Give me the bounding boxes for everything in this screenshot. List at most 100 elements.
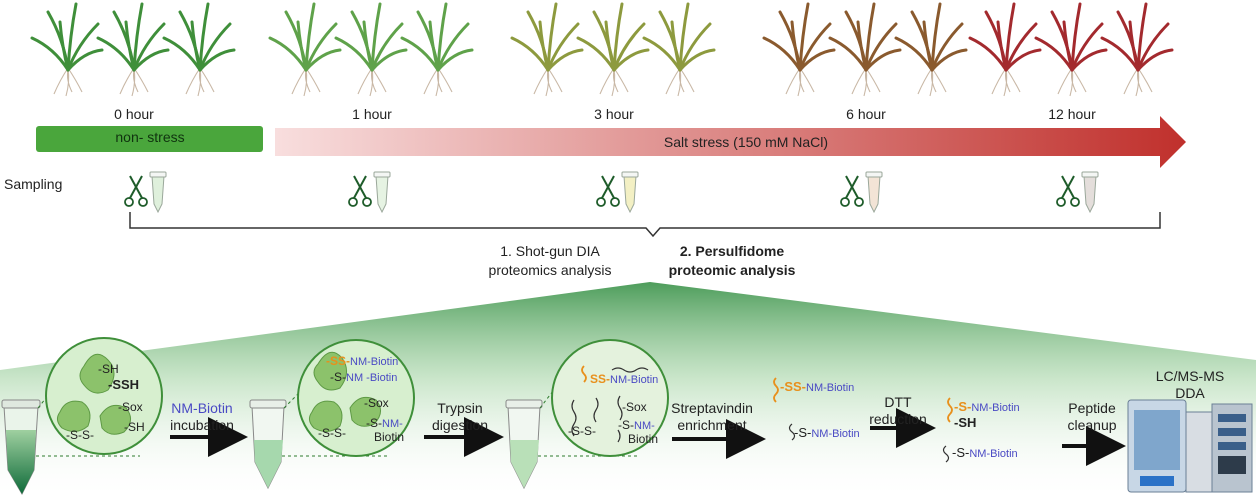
orange-peptides bbox=[581, 365, 953, 423]
instrument-line-1: LC/MS-MS bbox=[1155, 368, 1225, 384]
c2-nm2: NM -Biotin bbox=[346, 372, 398, 384]
sampling-icon-2 bbox=[596, 171, 639, 214]
c3-ss: -S-S- bbox=[568, 424, 596, 438]
plant bbox=[334, 2, 408, 97]
scissors-icon bbox=[840, 175, 864, 207]
c1-sh2: -SH bbox=[124, 420, 145, 434]
c2-s-prefix: -S- bbox=[330, 370, 346, 384]
non-stress-label: non- stress bbox=[115, 129, 185, 145]
c1-sox: -Sox bbox=[118, 400, 143, 414]
persulfidome-line-2: proteomic analysis bbox=[668, 262, 796, 278]
salt-stress-label: Salt stress (150 mM NaCl) bbox=[663, 134, 829, 150]
scissors-icon bbox=[596, 175, 620, 207]
sampling-icon-3 bbox=[840, 171, 883, 214]
sampling-icons bbox=[124, 171, 1099, 214]
plant bbox=[162, 2, 236, 97]
dia-line-1: 1. Shot-gun DIA bbox=[500, 243, 600, 259]
plant bbox=[642, 2, 716, 97]
scissors-icon bbox=[124, 175, 148, 207]
tube-3 bbox=[505, 399, 543, 490]
sample-tube-icon bbox=[865, 171, 883, 214]
sample-tube-icon bbox=[621, 171, 639, 214]
step-incubation-label: NM-Biotin incubation bbox=[170, 400, 234, 434]
plant bbox=[1034, 2, 1108, 97]
sampling-label: Sampling bbox=[4, 176, 63, 192]
c3-nm3: NM- bbox=[634, 420, 655, 432]
reduction-line-1: DTT bbox=[884, 394, 912, 410]
enriched-nm1: NM-Biotin bbox=[806, 382, 855, 394]
circle-1 bbox=[45, 337, 163, 455]
reduction-line-2: reduction bbox=[869, 411, 927, 427]
plant-group-4 bbox=[968, 2, 1174, 97]
instrument-line-2: DDA bbox=[1175, 385, 1205, 401]
lcms-instrument-icon bbox=[1127, 399, 1253, 493]
reduced-sh: -SH bbox=[954, 415, 977, 430]
step-reduction-label: DTT reduction bbox=[869, 394, 927, 428]
sampling-icon-4 bbox=[1056, 171, 1099, 214]
plant bbox=[510, 2, 584, 97]
c3-s2: -S- bbox=[618, 418, 634, 432]
c1-ssh: -SSH bbox=[108, 377, 140, 392]
dia-line-2: proteomics analysis bbox=[488, 262, 612, 278]
timepoint-label-2: 3 hour bbox=[594, 106, 634, 122]
black-peptides bbox=[788, 423, 950, 463]
plant bbox=[968, 2, 1042, 97]
reduced-nm1: NM-Biotin bbox=[971, 402, 1020, 414]
scissors-icon bbox=[348, 175, 372, 207]
c2-ss: -S-S- bbox=[318, 426, 346, 440]
c2-nm3: NM- bbox=[382, 418, 403, 430]
c2-sox: -Sox bbox=[364, 396, 389, 410]
sample-tube-icon bbox=[1081, 171, 1099, 214]
proteins-1 bbox=[56, 353, 131, 435]
persulfidome-analysis-label: 2. Persulfidome proteomic analysis bbox=[669, 242, 796, 280]
cleanup-line-2: cleanup bbox=[1067, 417, 1117, 433]
peptides-3 bbox=[571, 367, 649, 443]
timepoint-label-4: 12 hour bbox=[1048, 106, 1096, 122]
enriched-nm2: NM-Biotin bbox=[811, 428, 860, 440]
plant bbox=[762, 2, 836, 97]
enriched-ss-prefix: -SS- bbox=[780, 379, 806, 394]
c1-ss: -S-S- bbox=[66, 428, 94, 442]
digestion-line-1: Trypsin bbox=[437, 400, 483, 416]
c2-nm1: NM-Biotin bbox=[350, 356, 399, 368]
c2-ss-prefix: -SS- bbox=[326, 354, 350, 368]
timepoint-label-1: 1 hour bbox=[352, 106, 392, 122]
enrichment-line-2: enrichment bbox=[677, 417, 747, 433]
digestion-line-2: digestion bbox=[431, 417, 489, 433]
step-enrichment-label: Streptavindin enrichment bbox=[671, 400, 753, 434]
plant-group-2 bbox=[510, 2, 716, 97]
tube-1 bbox=[1, 399, 41, 496]
incubation-reagent: NM-Biotin bbox=[171, 400, 233, 416]
sampling-icon-1 bbox=[348, 171, 391, 214]
plant-groups bbox=[30, 2, 1174, 97]
c2-s2: -S- bbox=[366, 416, 382, 430]
sampling-bracket bbox=[129, 212, 1161, 238]
non-stress-bar bbox=[36, 126, 263, 152]
plant-group-0 bbox=[30, 2, 236, 97]
proteins-2 bbox=[308, 351, 381, 432]
reduced-nm2: NM-Biotin bbox=[969, 448, 1018, 460]
cleanup-line-1: Peptide bbox=[1068, 400, 1116, 416]
plant bbox=[96, 2, 170, 97]
step-cleanup-label: Peptide cleanup bbox=[1067, 400, 1116, 434]
plant bbox=[576, 2, 650, 97]
c3-nm1: NM-Biotin bbox=[610, 374, 659, 386]
plant bbox=[1100, 2, 1174, 97]
reduced-s-prefix: -S- bbox=[954, 399, 972, 414]
sampling-icon-0 bbox=[124, 171, 167, 214]
plant-group-3 bbox=[762, 2, 968, 97]
plant bbox=[268, 2, 342, 97]
timepoint-label-3: 6 hour bbox=[846, 106, 886, 122]
c3-biotin: Biotin bbox=[628, 432, 659, 446]
incubation-action: incubation bbox=[170, 417, 234, 433]
c3-ss-prefix: SS- bbox=[590, 372, 611, 386]
reduced-s2-prefix: -S- bbox=[952, 445, 970, 460]
tube-2 bbox=[249, 399, 287, 490]
plant bbox=[828, 2, 902, 97]
persulfidome-line-1: 2. Persulfidome bbox=[679, 243, 785, 259]
plant bbox=[400, 2, 474, 97]
c2-biotin: Biotin bbox=[374, 430, 405, 444]
step-digestion-label: Trypsin digestion bbox=[432, 400, 488, 434]
scissors-icon bbox=[1056, 175, 1080, 207]
